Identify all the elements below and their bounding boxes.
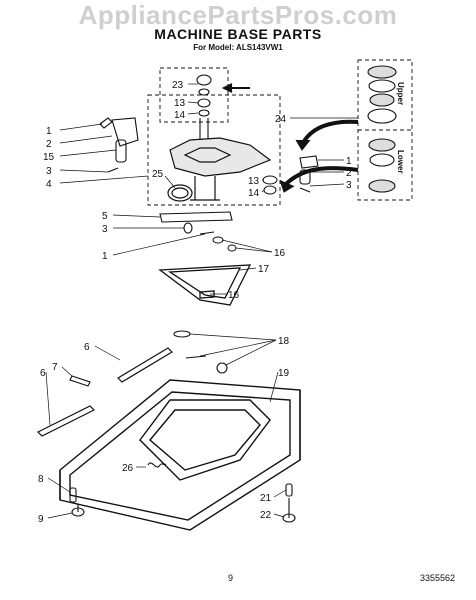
left-brackets xyxy=(99,117,139,173)
inset-label-lower: Lower xyxy=(396,150,405,174)
callout-7: 7 xyxy=(52,362,58,373)
callout-21: 21 xyxy=(260,493,272,504)
callout-2b: 2 xyxy=(346,168,352,179)
lower-bearings xyxy=(368,138,396,193)
arrow-24 xyxy=(295,119,359,151)
callout-1: 1 xyxy=(46,126,52,137)
callout-1b: 1 xyxy=(346,156,352,167)
right-brackets xyxy=(299,155,319,193)
callout-13: 13 xyxy=(174,98,186,109)
callout-22: 22 xyxy=(260,510,272,521)
callout-24: 24 xyxy=(275,114,287,125)
pins-16 xyxy=(212,236,237,252)
callout-8: 8 xyxy=(38,474,44,485)
callout-16: 16 xyxy=(274,248,286,259)
spring-26 xyxy=(147,462,167,468)
rail-left xyxy=(36,405,96,437)
callout-4: 4 xyxy=(46,179,52,190)
document-number: 3355562 xyxy=(420,573,456,583)
callout-6b: 6 xyxy=(40,368,46,379)
callout-17: 17 xyxy=(258,264,270,275)
callout-14b: 14 xyxy=(248,188,260,199)
page-number: 9 xyxy=(228,573,234,583)
callout-3: 3 xyxy=(46,166,52,177)
callout-1c: 1 xyxy=(102,251,108,262)
callout-25: 25 xyxy=(152,169,164,180)
right-seal-parts xyxy=(262,175,278,195)
callout-5: 5 xyxy=(102,211,108,222)
inset-label-upper: Upper xyxy=(396,82,405,105)
arrow-top xyxy=(221,83,250,93)
bearing-inset-box xyxy=(357,59,413,201)
callout-3c: 3 xyxy=(102,224,108,235)
callout-19: 19 xyxy=(278,368,290,379)
callout-13b: 13 xyxy=(248,176,260,187)
arrow-lower xyxy=(279,166,359,193)
model-subtitle: For Model: ALS143VW1 xyxy=(193,43,283,52)
rail-upper xyxy=(117,347,173,383)
callout-3b: 3 xyxy=(346,180,352,191)
frame-17 xyxy=(158,264,252,306)
callout-23: 23 xyxy=(172,80,184,91)
watermark-text: AppliancePartsPros.com xyxy=(78,0,398,30)
callout-14: 14 xyxy=(174,110,186,121)
bolt-7 xyxy=(69,375,91,387)
seal-group-box xyxy=(159,67,229,123)
seal-ring xyxy=(167,184,193,202)
callout-6: 6 xyxy=(84,342,90,353)
page-title: MACHINE BASE PARTS xyxy=(154,26,322,42)
base-frame xyxy=(59,379,301,531)
callout-18: 18 xyxy=(278,336,290,347)
callout-9: 9 xyxy=(38,514,44,525)
callout-2: 2 xyxy=(46,139,52,150)
cross-brace xyxy=(159,211,233,235)
callout-15: 15 xyxy=(43,152,55,163)
upper-bearings xyxy=(367,65,397,124)
callout-16b: 16 xyxy=(228,290,240,301)
transmission-group-box xyxy=(147,94,281,206)
callout-26: 26 xyxy=(122,463,134,474)
transmission-housing xyxy=(169,137,272,201)
leader-lines xyxy=(45,83,358,519)
